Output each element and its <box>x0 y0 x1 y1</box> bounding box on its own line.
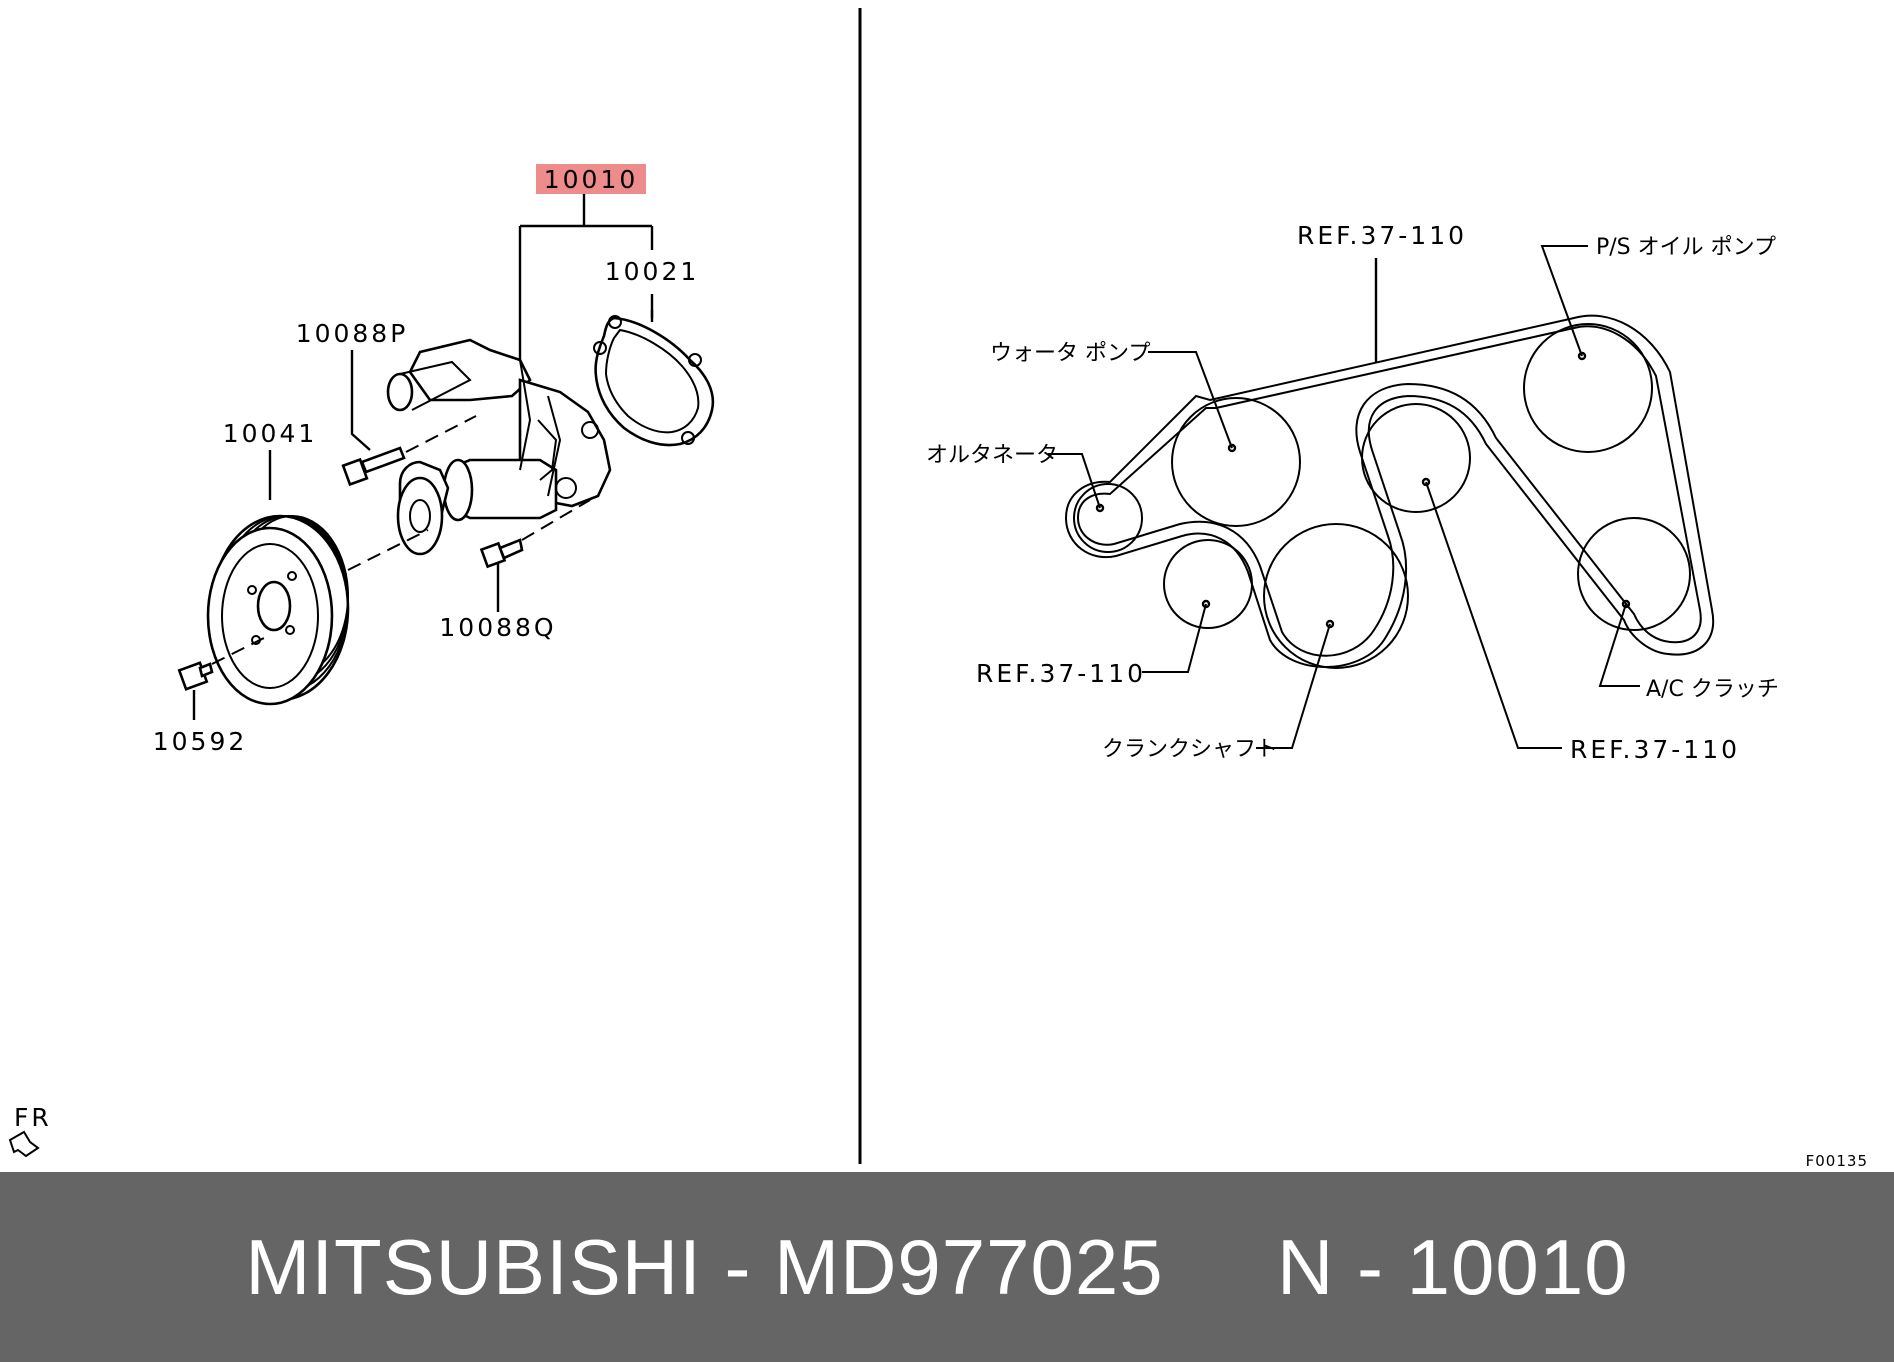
figure-code: F00135 <box>1806 1152 1868 1170</box>
drive-belt <box>1064 314 1715 668</box>
label-belt-ref[interactable]: REF.37-110 <box>1297 221 1467 250</box>
water-pump-pulley <box>1171 397 1301 527</box>
water-pump-exploded-view: 10010 10021 10 <box>8 164 715 1158</box>
power-steering-pulley <box>1523 323 1653 453</box>
label-ac-clutch[interactable]: A/C クラッチ <box>1646 677 1779 702</box>
footer-part-info: MITSUBISHI - MD977025 N - 10010 <box>245 1222 1629 1311</box>
highlight-box <box>536 164 646 194</box>
bolt-10088q <box>479 538 524 569</box>
parts-diagram: 10010 10021 10 <box>8 8 1868 1170</box>
water-pump <box>386 338 612 556</box>
label-crankshaft[interactable]: クランクシャフト <box>1102 737 1278 762</box>
label-10010[interactable]: 10010 <box>544 165 639 194</box>
label-10088q[interactable]: 10088Q <box>439 613 556 642</box>
idler-pulley-left <box>1163 539 1253 629</box>
bolt-10088p <box>341 446 406 487</box>
idler-pulley-center <box>1361 403 1471 513</box>
label-10592[interactable]: 10592 <box>153 727 248 756</box>
alternator-pulley <box>1073 483 1143 553</box>
label-10021[interactable]: 10021 <box>605 257 700 286</box>
front-arrow-icon <box>8 1130 40 1158</box>
label-10041[interactable]: 10041 <box>223 419 318 448</box>
label-alternator[interactable]: オルタネータ <box>926 443 1058 468</box>
footer-bar: MITSUBISHI - MD977025 N - 10010 <box>0 1172 1894 1362</box>
belt-routing-diagram: REF.37-110 P/S オイル ポンプ ウォータ ポンプ オルタネータ R… <box>926 221 1868 1170</box>
bolt-10592 <box>177 661 214 691</box>
ac-clutch-pulley <box>1577 517 1691 631</box>
label-10088p[interactable]: 10088P <box>296 319 409 348</box>
pulley-10041 <box>206 514 350 706</box>
crankshaft-pulley <box>1263 523 1409 669</box>
gasket <box>594 316 715 447</box>
label-ref-left[interactable]: REF.37-110 <box>976 659 1146 688</box>
label-water-pump[interactable]: ウォータ ポンプ <box>990 341 1150 366</box>
front-indicator-label: FR <box>14 1103 52 1132</box>
label-ps-pump[interactable]: P/S オイル ポンプ <box>1596 235 1776 260</box>
label-ref-bottom[interactable]: REF.37-110 <box>1570 735 1740 764</box>
